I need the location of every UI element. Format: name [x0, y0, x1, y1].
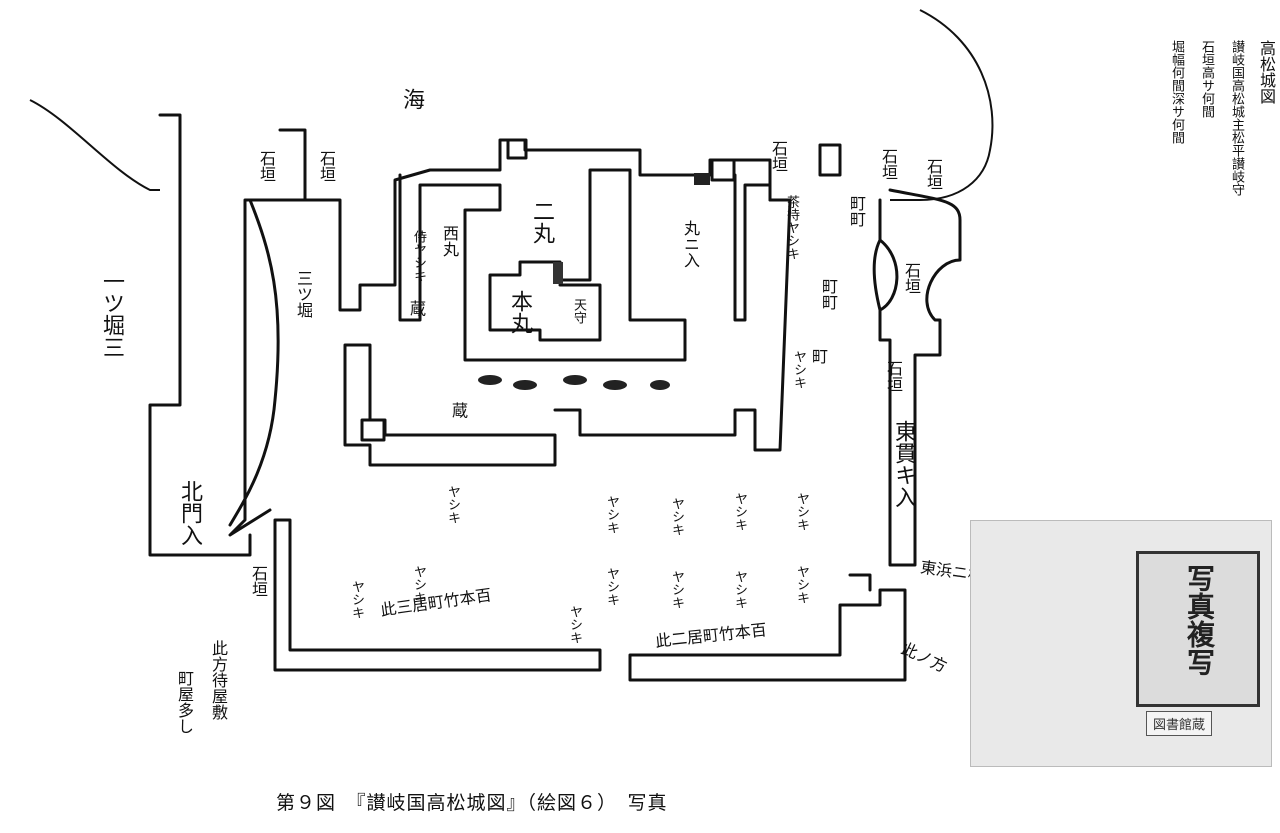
label-yashiki-2: ヤシキ — [604, 495, 619, 534]
stamp-panel: 写真複写 図書館蔵 — [970, 520, 1272, 767]
label-sakai-ichi: 茶待ヤシキ — [784, 195, 799, 260]
label-ishigaki-3: 石垣 — [769, 140, 788, 172]
label-bugei: 此方待屋敷 — [209, 640, 228, 720]
note-2: 讃岐国高松城主松平讃岐守 — [1229, 40, 1244, 196]
note-3: 石垣高サ何間 — [1199, 40, 1214, 118]
outer-wall-left-2 — [228, 128, 307, 537]
right-wall-1 — [733, 173, 772, 322]
lower-moat-3 — [848, 573, 872, 592]
label-samurai-yashiki: 侍ヤシキ — [411, 230, 426, 282]
label-machi-1: 町町 — [847, 195, 866, 227]
note-1: 高松城図 — [1257, 40, 1276, 104]
figure-caption: 第９図 『讃岐国高松城図』（絵図６） 写真 — [276, 792, 668, 814]
label-yashiki-9: ヤシキ — [669, 570, 684, 609]
label-yashiki-8: ヤシキ — [604, 567, 619, 606]
label-sanken-hori-inner: 三ツ堀 — [294, 270, 313, 318]
label-ishigaki-7: 石垣 — [884, 360, 903, 392]
label-machi-2: 町町 — [819, 278, 838, 310]
label-yashiki-6: ヤシキ — [411, 565, 426, 604]
gate-box-1 — [360, 418, 386, 442]
label-ninomaru: 二丸 — [529, 200, 554, 244]
label-yashiki-7: ヤシキ — [349, 580, 364, 619]
label-yashiki-11: ヤシキ — [794, 565, 809, 604]
honmaru-wall — [398, 168, 687, 362]
lower-moat-2 — [628, 588, 907, 682]
label-ishigaki-8: 石垣 — [249, 565, 268, 597]
label-ishigaki-6: 石垣 — [902, 262, 921, 294]
label-sea: 海 — [399, 88, 424, 110]
inner-curve-left — [228, 198, 280, 527]
label-sanken-hori-left: 一ツ堀三 — [99, 270, 124, 358]
label-ishigaki-5: 石垣 — [924, 158, 943, 190]
tree-row — [478, 375, 670, 390]
lower-moat — [273, 518, 602, 672]
label-yashiki-12: ヤシキ — [567, 605, 582, 644]
note-4: 堀幅何間深サ何間 — [1169, 40, 1184, 144]
stair-marker — [553, 262, 563, 284]
stamp-sub: 図書館蔵 — [1146, 711, 1213, 736]
right-inner-curve — [872, 238, 882, 312]
gate-marker-top — [694, 173, 710, 185]
shoreline-right — [890, 9, 994, 201]
label-kita-mon: 北門入 — [177, 480, 202, 546]
stamp-box: 写真複写 — [1136, 551, 1260, 707]
label-yashiki-4: ヤシキ — [732, 492, 747, 531]
middle-wall — [343, 343, 557, 467]
stamp-text: 写真複写 — [1183, 564, 1216, 676]
label-machiya: 町屋多し — [175, 670, 194, 734]
shoreline-left — [29, 99, 160, 191]
label-machi-3: 町 — [809, 348, 828, 364]
label-ishigaki-4: 石垣 — [879, 148, 898, 180]
label-ishigaki-1: 石垣 — [257, 150, 276, 182]
label-yashiki-13: ヤシキ — [791, 350, 806, 389]
label-yashiki-3: ヤシキ — [669, 497, 684, 536]
label-tenshu: 天守 — [571, 298, 586, 324]
top-right-box — [818, 143, 842, 177]
label-nishimaru: 西丸 — [440, 225, 459, 257]
gate-box-2 — [506, 138, 528, 160]
label-ninomaru-gate: 丸ニ入 — [681, 220, 700, 268]
label-yashiki-5: ヤシキ — [794, 492, 809, 531]
label-kura-2: 蔵 — [449, 402, 468, 418]
right-outer-wall — [878, 188, 962, 567]
label-higashi-kanbashi: 東貫キ入 — [891, 420, 916, 508]
label-kura-1: 蔵 — [407, 300, 426, 316]
label-ishigaki-2: 石垣 — [317, 150, 336, 182]
label-yashiki-1: ヤシキ — [445, 485, 460, 524]
gate-box-3 — [710, 158, 736, 182]
label-honmaru: 本丸 — [507, 290, 532, 334]
label-yashiki-10: ヤシキ — [732, 570, 747, 609]
top-moat — [303, 138, 772, 312]
right-wall-2 — [553, 198, 792, 452]
outer-wall-left — [148, 113, 252, 557]
